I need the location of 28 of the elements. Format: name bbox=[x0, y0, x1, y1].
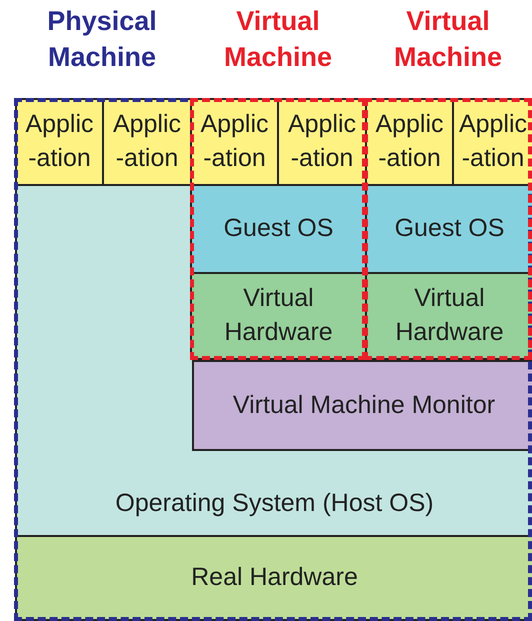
real-hardware-box bbox=[15, 535, 532, 621]
vmm-box bbox=[192, 360, 532, 451]
application-box bbox=[190, 98, 279, 186]
box-label: Virtual Machine Monitor bbox=[232, 390, 496, 421]
guest-os-box bbox=[365, 184, 532, 274]
frame-heading: Virtual Machine bbox=[392, 5, 504, 74]
guest-os-box bbox=[190, 184, 367, 274]
box-label: Applic -ation bbox=[199, 109, 270, 174]
box-label: Applic -ation bbox=[24, 109, 95, 174]
box-label: Guest OS bbox=[224, 213, 334, 244]
frame-heading: Physical Machine bbox=[46, 5, 158, 74]
box-label: Virtual Hardware bbox=[394, 283, 505, 348]
virtual-hardware-box bbox=[190, 272, 367, 360]
application-box bbox=[277, 98, 367, 186]
box-label: Applic -ation bbox=[458, 109, 528, 174]
frame-heading: Virtual Machine bbox=[222, 5, 334, 74]
application-box bbox=[365, 98, 454, 186]
box-label: Operating System (Host OS) bbox=[115, 488, 434, 520]
application-box bbox=[452, 98, 532, 186]
box-label: Real Hardware bbox=[191, 562, 358, 594]
box-label: Virtual Hardware bbox=[223, 283, 334, 348]
application-box bbox=[15, 98, 104, 186]
virtual-hardware-box bbox=[365, 272, 532, 360]
box-label: Applic -ation bbox=[286, 109, 358, 174]
box-label: Applic -ation bbox=[374, 109, 445, 174]
box-label: Guest OS bbox=[394, 213, 504, 244]
application-box bbox=[102, 98, 192, 186]
box-label: Applic -ation bbox=[112, 109, 182, 174]
